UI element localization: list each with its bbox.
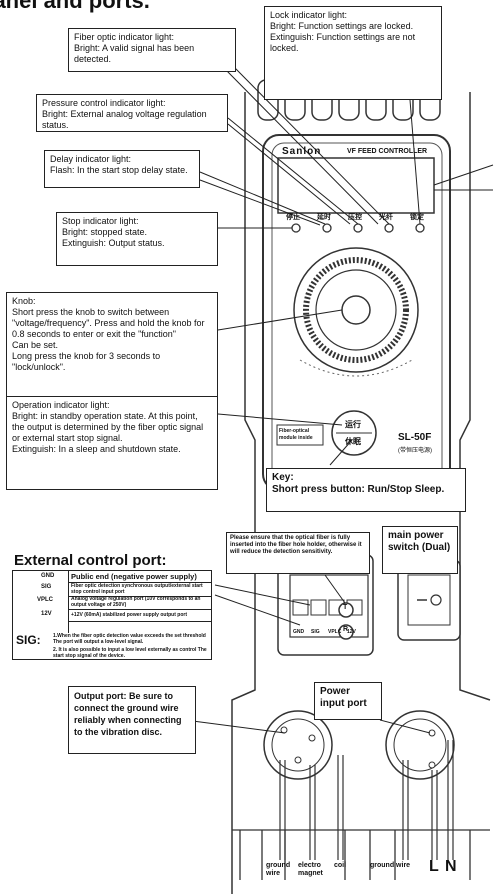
run-button-label[interactable]: 运行	[345, 420, 361, 429]
operation-callout-title: Operation indicator light:	[12, 400, 110, 410]
wire-ground-left: ground wire	[266, 862, 291, 877]
stop-callout-title: Stop indicator light:	[62, 216, 139, 226]
knob-callout-lock: Long press the knob for 3 seconds to "lo…	[12, 351, 163, 372]
output-port-text: Output port: Be sure to connect the grou…	[74, 691, 185, 737]
external-port-title: External control port:	[14, 552, 167, 569]
indicator-label-lock: 锁定	[410, 214, 424, 221]
module-label: Fiber-optical module inside	[279, 428, 313, 441]
device-name-label: VF FEED CONTROLLER	[347, 148, 428, 155]
indicator-label-delay: 延时	[317, 214, 331, 221]
stop-indicator-callout: Stop indicator light: Bright: stopped st…	[56, 212, 218, 266]
fiber-note-callout: Please ensure that the optical fiber is …	[226, 532, 370, 574]
lock-callout-extinguish: Extinguish: Function settings are not lo…	[270, 32, 418, 53]
terminal-gnd: GND	[293, 629, 305, 635]
page-title: panel and ports.	[0, 0, 150, 13]
lock-callout-title: Lock indicator light:	[270, 10, 348, 20]
fiber-callout-title: Fiber optic indicator light:	[74, 32, 175, 42]
pressure-indicator-callout: Pressure control indicator light: Bright…	[36, 94, 228, 132]
fiber-port-r[interactable]: R	[343, 626, 349, 633]
stop-callout-extinguish: Extinguish: Output status.	[62, 238, 165, 248]
operation-callout-bright: Bright: in standby operation state. At t…	[12, 411, 206, 443]
stop-callout-bright: Bright: stopped state.	[62, 227, 148, 237]
delay-callout-text: Flash: In the start stop delay state.	[50, 165, 188, 175]
key-callout-title: Key:	[272, 472, 294, 483]
row-vplc-desc: Analog voltage regulation port (10V corr…	[69, 595, 211, 610]
operation-indicator-callout: Operation indicator light: Bright: in st…	[6, 396, 218, 490]
fiber-indicator-callout: Fiber optic indicator light: Bright: A v…	[68, 28, 236, 72]
row-sig-desc: Fiber optic detection synchronous output…	[69, 582, 211, 597]
knob-callout: Knob: Short press the knob to switch bet…	[6, 292, 218, 400]
terminal-12v: 12V	[347, 629, 356, 635]
indicator-label-fiber: 光纤	[379, 214, 393, 221]
wire-electromagnet: electro magnet	[298, 862, 323, 877]
power-input-callout: Power input port	[314, 682, 382, 720]
knob-callout-set: Can be set.	[12, 340, 59, 350]
delay-callout-title: Delay indicator light:	[50, 154, 132, 164]
terminal-vplc: VPLC	[328, 629, 342, 635]
external-port-table: GND Public end (negative power supply) S…	[12, 570, 212, 660]
sleep-button-label[interactable]: 休眠	[345, 437, 361, 446]
row-12v-desc: +12V (60mA) stabilized power supply outp…	[69, 609, 211, 622]
wire-ground-right: ground wire	[370, 862, 411, 869]
pin-vplc: VPLC	[37, 597, 54, 603]
row-gnd-desc: Public end (negative power supply)	[69, 571, 211, 583]
power-input-text: Power input port	[320, 686, 367, 709]
key-callout: Key: Short press button: Run/Stop Sleep.	[266, 468, 466, 512]
main-power-callout: main power switch (Dual)	[382, 526, 458, 574]
key-callout-text: Short press button: Run/Stop Sleep.	[272, 484, 445, 495]
sig-label: SIG:	[16, 633, 41, 647]
main-power-text: main power switch (Dual)	[388, 530, 451, 553]
pin-sig: SIG	[41, 584, 52, 590]
sig-note-2: 2. It is also possible to input a low le…	[53, 647, 207, 659]
pressure-callout-title: Pressure control indicator light:	[42, 98, 166, 108]
pin-diagram	[13, 571, 69, 633]
indicator-label-stop: 停止	[286, 214, 300, 221]
knob-callout-title: Knob:	[12, 296, 36, 306]
pressure-callout-text: Bright: External analog voltage regulati…	[42, 109, 210, 130]
knob-callout-text: Short press the knob to switch between "…	[12, 307, 208, 339]
output-port-callout: Output port: Be sure to connect the grou…	[68, 686, 196, 754]
model-label: SL-50F	[398, 432, 432, 443]
pin-12v: 12V	[41, 611, 52, 617]
brand-label: Sanlon	[282, 146, 322, 157]
lock-indicator-callout: Lock indicator light: Bright: Function s…	[264, 6, 442, 100]
pin-gnd: GND	[41, 573, 55, 579]
wire-N: N	[445, 858, 457, 875]
model-sub-label: (带恒压电源)	[398, 448, 432, 454]
fiber-port-t[interactable]: T	[343, 604, 348, 611]
sig-note-1: 1.When the fiber optic detection value e…	[53, 633, 206, 645]
operation-callout-extinguish: Extinguish: In a sleep and shutdown stat…	[12, 444, 181, 454]
delay-indicator-callout: Delay indicator light: Flash: In the sta…	[44, 150, 200, 188]
wire-L: L	[429, 858, 439, 875]
fiber-note-text: Please ensure that the optical fiber is …	[230, 535, 364, 555]
lock-callout-bright: Bright: Function settings are locked.	[270, 21, 414, 31]
wire-coil: coil	[334, 862, 347, 869]
fiber-callout-text: Bright: A valid signal has been detected…	[74, 43, 197, 64]
indicator-label-pressure: 压控	[348, 214, 362, 221]
terminal-sig: SIG	[311, 629, 320, 635]
